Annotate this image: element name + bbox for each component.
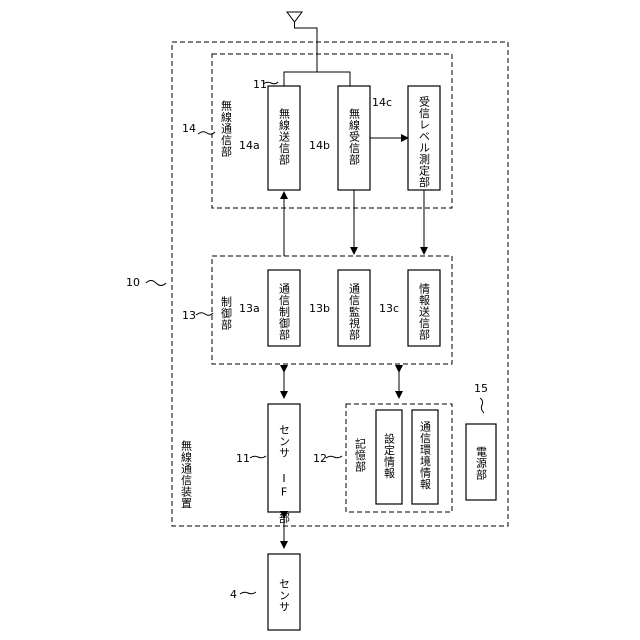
storage-title: 記憶部 [354,437,367,473]
power-ref-leader [480,398,484,413]
sensor-if-label: センサ IF 部 [278,424,291,524]
sensor-if-ref-leader [250,456,266,458]
storage-settings-label: 設定情報 [383,432,396,480]
wireless-level-label: 受信レベル測定部 [418,96,431,188]
power-label: 電源部 [475,446,488,481]
control-comm-ref: 13a [239,302,260,315]
device-title: 無線通信装置 [180,439,193,509]
storage-ref-leader [326,456,342,458]
device-ref: 10 [126,276,140,289]
power-ref: 15 [474,382,488,395]
control-title: 制御部 [220,296,233,331]
antenna-bus [284,72,350,86]
wireless-ref: 14 [182,122,196,135]
wireless-title: 無線通信部 [220,99,233,158]
wireless-rx-ref: 14b [309,139,330,152]
control-info-ref: 13c [379,302,399,315]
control-monitor-label: 通信監視部 [348,283,361,341]
storage-ref: 12 [313,452,327,465]
wireless-level-ref: 14c [372,96,392,109]
sensor-ref: 4 [230,588,237,601]
control-monitor-ref: 13b [309,302,330,315]
sensor-label: センサ [278,578,291,613]
device-ref-leader [146,281,166,286]
antenna-ref: 11 [253,78,267,91]
storage-env-label: 通信環境情報 [419,421,432,491]
wireless-rx-label: 無線受信部 [348,107,361,166]
antenna-feed [295,22,318,72]
wireless-tx-ref: 14a [239,139,260,152]
control-ref: 13 [182,309,196,322]
control-ref-leader [196,313,213,316]
wireless-tx-label: 無線送信部 [278,107,291,166]
control-comm-label: 通信制御部 [278,283,291,341]
control-info-label: 情報送信部 [418,283,431,341]
sensor-if-ref: 11 [236,452,250,465]
sensor-ref-leader [240,592,256,594]
antenna-icon [287,12,302,22]
